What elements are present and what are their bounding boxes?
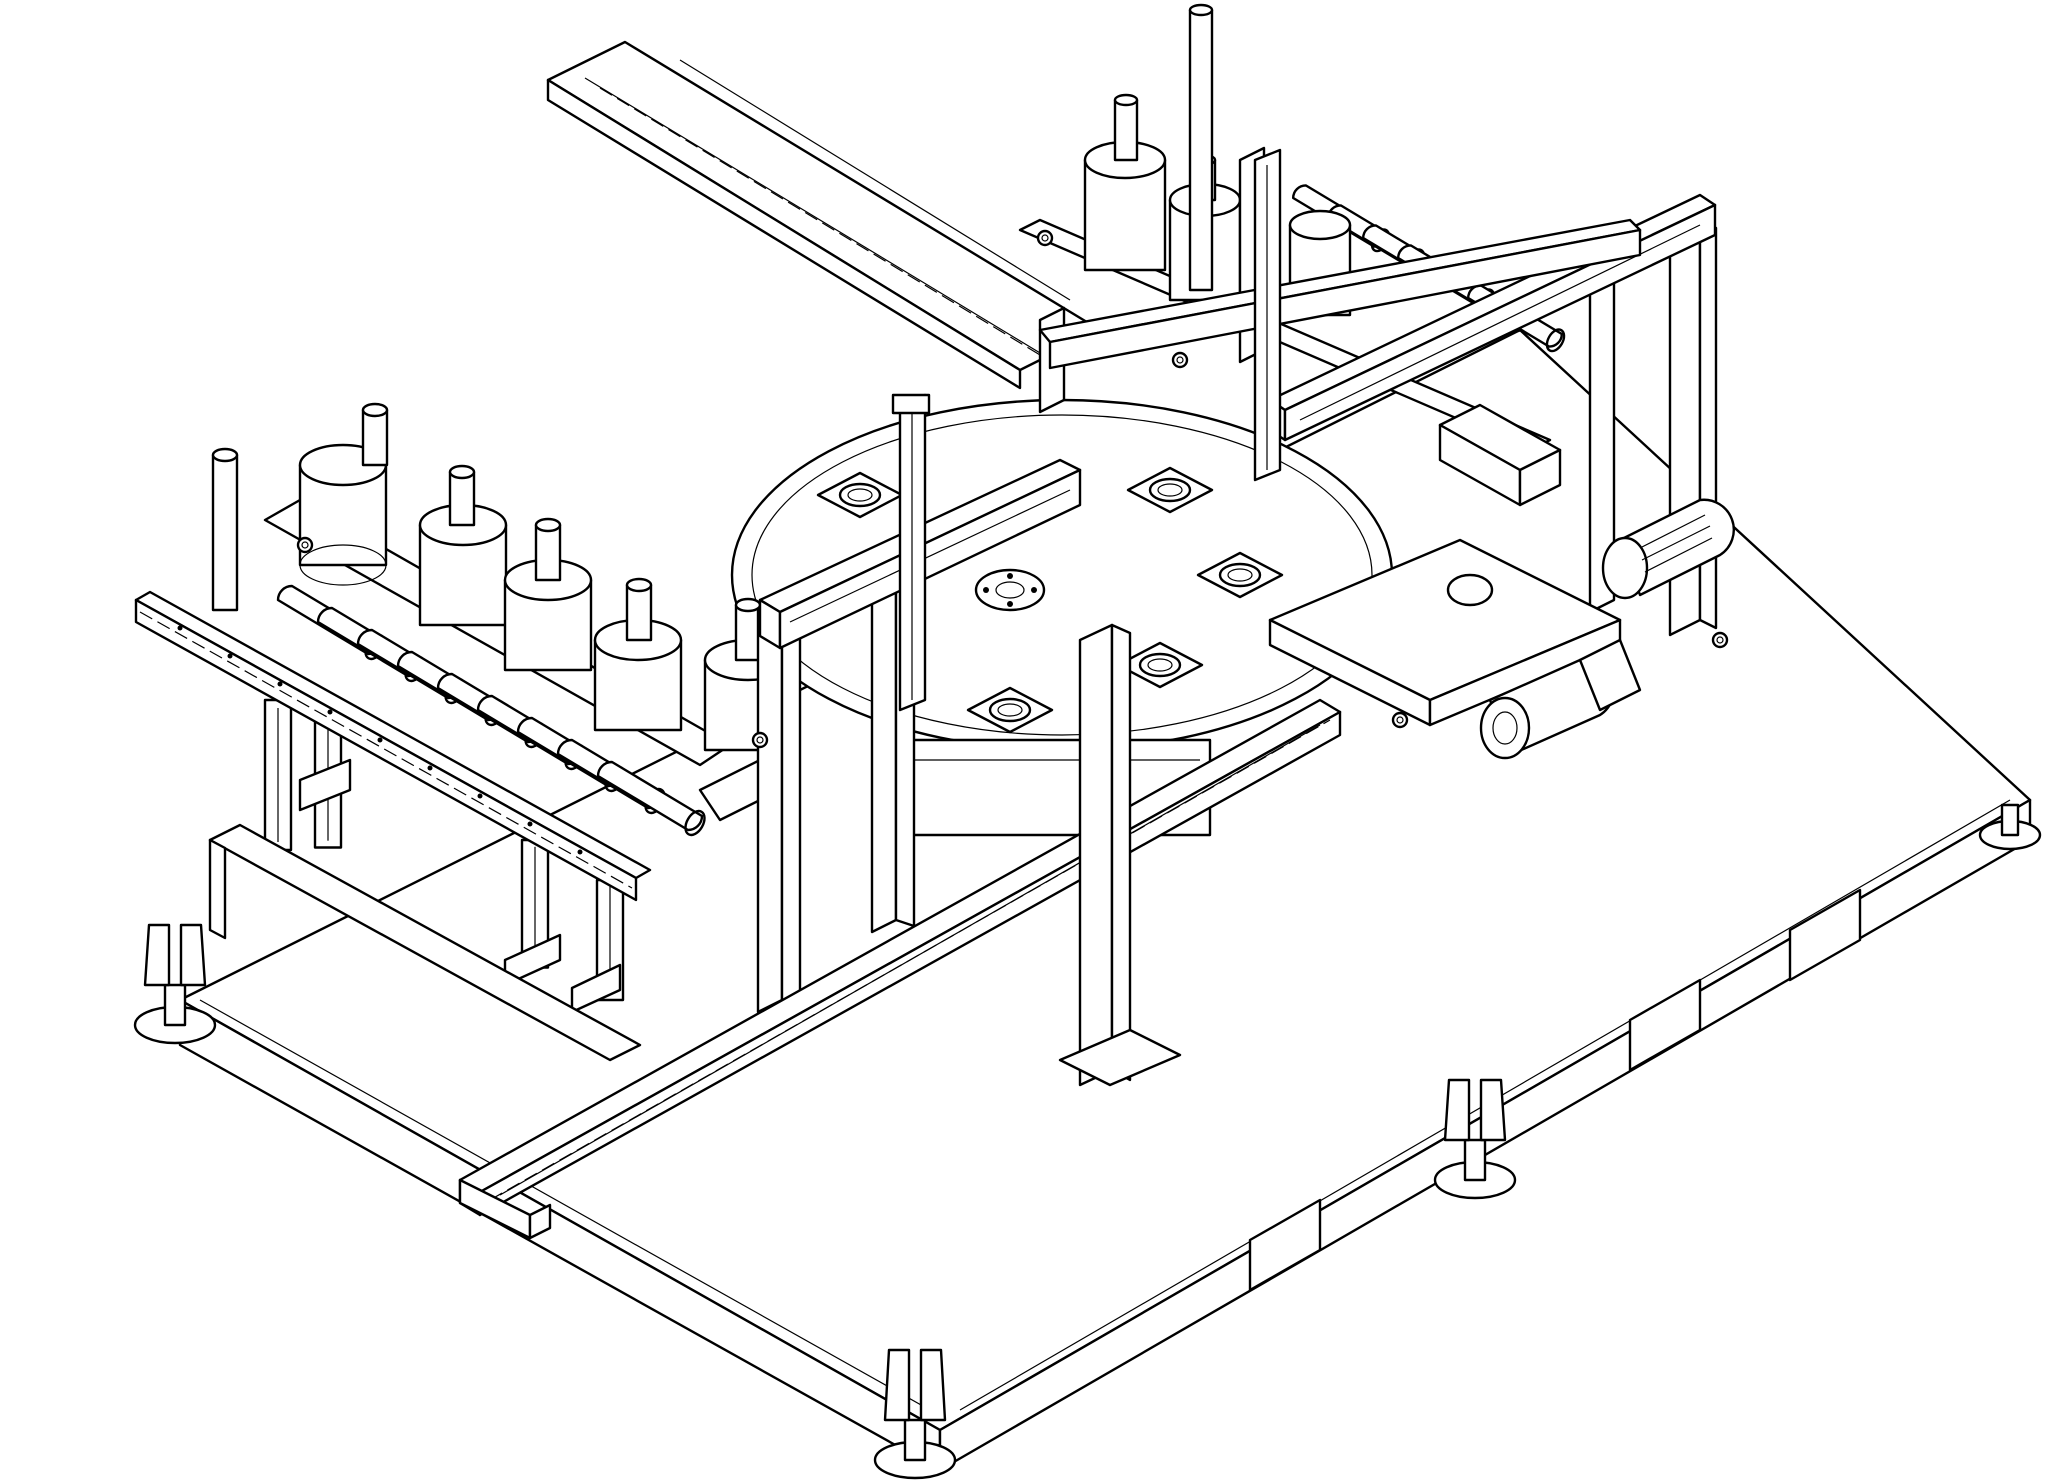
fixture-nest (818, 473, 902, 517)
foot-left (135, 925, 215, 1043)
rear-linear-rail (548, 42, 1100, 388)
left-roller-conveyor (136, 404, 791, 1060)
foot-middle (1435, 1080, 1515, 1198)
part-stack-posts (213, 404, 791, 750)
drive-motor-front (1481, 660, 1614, 758)
foot-right (1980, 805, 2040, 849)
rail-bolts (177, 625, 583, 855)
fixture-nest (1128, 468, 1212, 512)
fixture-nest (968, 688, 1052, 732)
table-center-hub (976, 570, 1044, 610)
front-linear-rail (460, 625, 1340, 1238)
output-belt-conveyor (1270, 500, 1734, 758)
fixture-nest (1198, 553, 1282, 597)
rear-roller-conveyor (1020, 5, 1569, 450)
foot-front (875, 1350, 955, 1478)
fixture-nest (1118, 643, 1202, 687)
drive-motor-right (1603, 500, 1734, 598)
leveling-feet (135, 805, 2040, 1478)
left-gantry (758, 395, 1080, 1012)
